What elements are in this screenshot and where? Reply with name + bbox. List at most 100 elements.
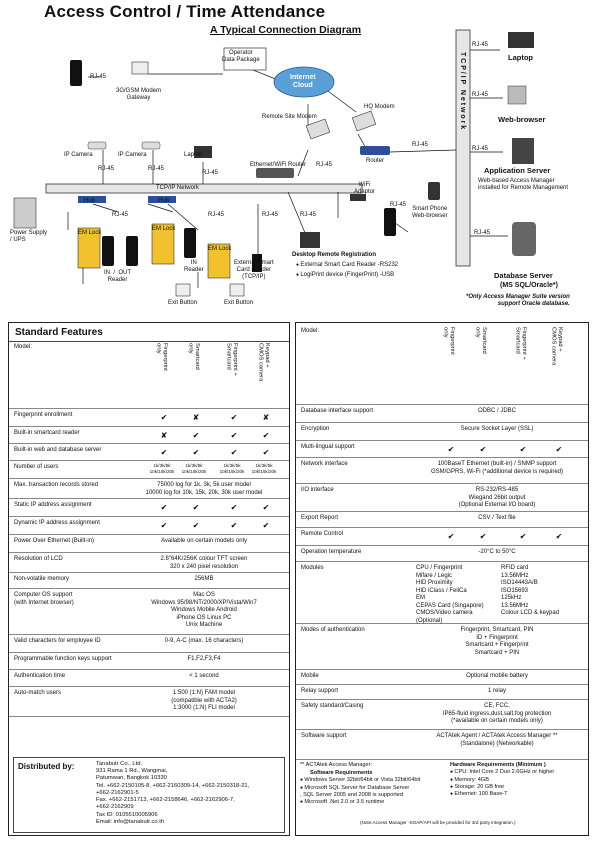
reader-icon [70,60,82,86]
hub-label: Hub [84,198,96,204]
feature-mark: ✔ [519,444,527,454]
feature-label: Authentication time [14,673,66,679]
feature-value: Available on certain models only [161,538,247,544]
app-server-icon [512,138,534,164]
feature-label: Mobile [301,673,319,679]
model-column-header: Smartcard only [187,343,200,370]
db-note: *Only Access Manager Suite version suppo… [466,294,570,307]
feature-value: Mac OS Windows 95/98/NT/2000/XP/Vista/Wi… [151,592,257,628]
standard-features-panel: Standard Features Model:Fingerprint only… [8,322,290,836]
feature-value: -20°C to 50°C [478,549,516,555]
software-item: Windows Server 32bit/64bit or Vista 32bi… [300,777,440,784]
feature-label: Multi-lingual support [301,444,355,450]
feature-mark: ✔ [160,521,168,530]
gsm-modem-icon [131,61,149,75]
feature-value: < 1 second [189,673,219,679]
requirements-block: ** ACTAtek Access Manager:Software Requi… [300,762,586,825]
feature-label: Modes of authentication [301,627,365,633]
feature-value: 1:500 (1:N) FAM model (compatible with A… [171,690,237,711]
feature-mark: ✔ [262,430,270,440]
feature-label: Max. transaction records stored [14,482,99,488]
feature-row: Valid characters for employee ID 0-9, A-C… [9,635,289,653]
rj45-label: RJ-45 [208,212,225,218]
feature-label: Relay support [301,688,339,694]
model-column-header: Smartcard only [474,327,487,354]
connection-diagram: A Typical Connection Diagram [8,22,588,318]
feature-row: Fingerprint enrollment✔✘✔✘ [9,409,289,427]
feature-mark: ✔ [555,532,563,541]
feature-label: Operation temperature [301,549,362,555]
hardware-item: CPU: Intel Core 2 Duo 2.6GHz or higher [450,769,586,776]
diagram-subtitle: A Typical Connection Diagram [210,24,362,36]
feature-mark: ✔ [192,521,200,530]
feature-mark: ✔ [447,532,455,541]
feature-label: Database interface support [301,408,374,414]
exit-button-icon [175,283,191,297]
feature-label: Number of users [14,464,59,470]
rj45-label: RJ-45 [472,92,489,98]
ext-reader-label: External Smart Card Reader (TCP/IP) [234,260,274,280]
monitor-icon [507,85,527,105]
remote-modem-label: Remote Site Modem [262,114,317,120]
feature-mark: ✘ [262,413,270,422]
desktop-reg-item: External Smart Card Reader -RS232 [296,262,398,269]
exit-button-icon [229,283,245,297]
feature-value: 1 relay [487,688,506,694]
feature-row: Operation temperature -20°C to 50°C [296,546,588,562]
feature-mark: ✔ [192,503,200,512]
feature-row: Built-in smartcard reader✘✔✔✔ [9,427,289,444]
rj45-label: RJ-45 [90,74,107,80]
laptop-label: Laptop [508,53,533,62]
feature-label: Valid characters for employee ID [14,638,101,644]
hardware-item: Memory: 4GB [450,777,586,784]
feature-label: Safety standard/Casing [301,703,364,709]
rj45-label: RJ-45 [202,170,219,176]
distributor-box: Distributed by: Tanabutr Co., Ltd. 931 R… [13,757,285,833]
feature-mark: ✔ [262,521,270,530]
hardware-requirements: Hardware Requirements (Minimum )CPU: Int… [450,762,586,798]
model-label: Model: [14,344,33,350]
em-lock-icon [77,227,101,269]
reader-icon [384,208,396,236]
rj45-label: RJ-45 [262,212,279,218]
em-lock-icon [151,223,175,265]
database-icon [512,222,536,256]
feature-value: 75000 log for 1k, 3k, 5k user model 1000… [145,482,263,496]
laptop-icon [508,32,534,48]
feature-value: 0-9, A-C (max. 16 characters) [164,638,244,644]
feature-mark: ✘ [160,430,168,440]
smartphone-icon [428,182,440,200]
feature-value: 100BaseT Ethernet (built-in) / SNMP supp… [430,461,564,475]
router-label: Router [366,158,385,164]
em-lock-label: EM Lock [208,246,232,252]
feature-label: Modules [301,565,324,571]
feature-mark: ✔ [230,503,238,512]
hardware-heading: Hardware Requirements (Minimum ) [450,762,546,768]
rj45-label: RJ-45 [472,42,489,48]
wifi-adaptor-label: WiFi Adaptor [354,182,376,195]
reader-icon [102,236,114,266]
power-supply-icon [13,197,37,229]
gsm-modem-label: 3G/GSM Modem Gateway [116,88,162,101]
feature-value: 1k/3k/5k 10k/15k/20k [251,463,277,474]
feature-mark: ✔ [160,447,168,457]
hq-modem-icon [351,110,377,132]
feature-mark: ✔ [262,503,270,512]
exit-button-label: Exit Button [224,300,254,306]
remote-modem-icon [305,118,331,140]
feature-row: Remote Control✔✔✔✔ [296,528,588,546]
module-names: CPU / Fingerprint Mifare / Legic HID Pro… [416,565,484,624]
web-browser-label: Web-browser [498,115,546,124]
hub-label: Hub [158,198,170,204]
reader-icon [126,236,138,266]
standard-features-heading: Standard Features [9,323,289,342]
footnote: (Note:Access Manager -SOAP/API will be p… [360,820,516,825]
smartphone-label: Smart Phone Web-browser [412,206,448,219]
app-server-label: Application Server [484,166,551,175]
ip-camera-label: IP Camera [64,152,93,158]
